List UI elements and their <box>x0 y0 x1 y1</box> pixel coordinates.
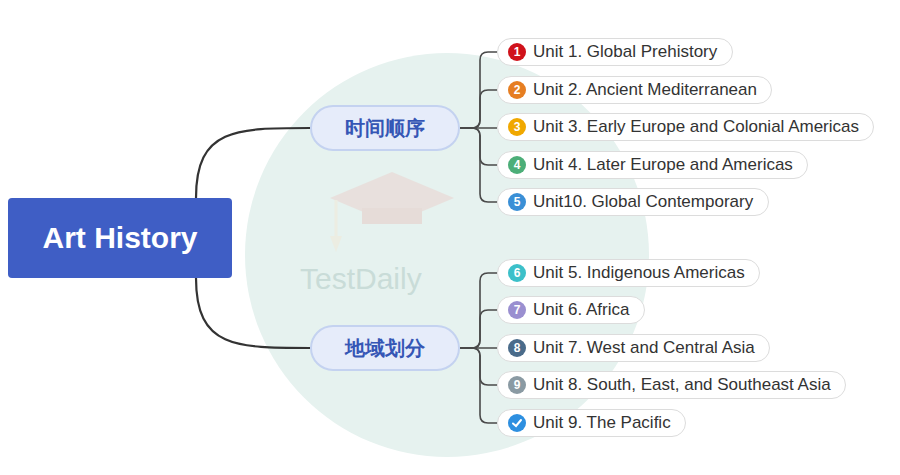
topic-text: Unit 6. Africa <box>533 300 629 320</box>
topic-pill: 9 Unit 8. South, East, and Southeast Asia <box>497 371 846 399</box>
number-badge: 6 <box>508 264 526 282</box>
topic-pill: 4 Unit 4. Later Europe and Americas <box>497 151 808 179</box>
branch-title: 时间顺序 <box>345 115 425 142</box>
connector <box>196 278 310 348</box>
root-title: Art History <box>42 221 197 255</box>
number-badge: 9 <box>508 376 526 394</box>
number-badge: 4 <box>508 156 526 174</box>
badge-number: 8 <box>514 339 521 357</box>
topic-pill: 3 Unit 3. Early Europe and Colonial Ameri… <box>497 113 874 141</box>
badge-number: 5 <box>514 193 521 211</box>
topic-pill: 6 Unit 5. Indigenous Americas <box>497 259 760 287</box>
number-badge: 5 <box>508 193 526 211</box>
topic-text: Unit 4. Later Europe and Americas <box>533 155 793 175</box>
topic-pill: 7 Unit 6. Africa <box>497 296 645 324</box>
connector <box>460 52 497 128</box>
connector <box>460 128 497 202</box>
topic-text: Unit 2. Ancient Mediterranean <box>533 80 757 100</box>
badge-number: 1 <box>514 43 521 61</box>
badge-number: 6 <box>514 264 521 282</box>
topic-pill: 8 Unit 7. West and Central Asia <box>497 334 770 362</box>
topic-text: Unit 7. West and Central Asia <box>533 338 755 358</box>
connector <box>460 348 497 423</box>
number-badge: 7 <box>508 301 526 319</box>
badge-number: 7 <box>514 301 521 319</box>
topic-text: Unit 9. The Pacific <box>533 413 671 433</box>
topic-pill: Unit 9. The Pacific <box>497 409 686 437</box>
watermark-text: TestDaily <box>300 262 422 296</box>
topic-text: Unit 3. Early Europe and Colonial Americ… <box>533 117 859 137</box>
connector <box>460 273 497 348</box>
badge-number: 9 <box>514 376 521 394</box>
topic-text: Unit 1. Global Prehistory <box>533 42 717 62</box>
connector <box>460 128 497 165</box>
connector <box>460 310 497 348</box>
root-box: Art History <box>8 198 232 278</box>
topic-text: Unit10. Global Contemporary <box>533 192 753 212</box>
number-badge <box>508 414 526 432</box>
badge-number: 2 <box>514 81 521 99</box>
badge-number: 3 <box>514 118 521 136</box>
connector <box>460 90 497 128</box>
topic-text: Unit 5. Indigenous Americas <box>533 263 745 283</box>
badge-number: 4 <box>514 156 521 174</box>
topic-text: Unit 8. South, East, and Southeast Asia <box>533 375 831 395</box>
check-mark <box>511 417 523 429</box>
branch-pill: 地域划分 <box>310 325 460 371</box>
topic-pill: 2 Unit 2. Ancient Mediterranean <box>497 76 772 104</box>
number-badge: 1 <box>508 43 526 61</box>
topic-pill: 1 Unit 1. Global Prehistory <box>497 38 733 66</box>
branch-pill: 时间顺序 <box>310 105 460 151</box>
number-badge: 8 <box>508 339 526 357</box>
number-badge: 3 <box>508 118 526 136</box>
connector <box>460 348 497 385</box>
number-badge: 2 <box>508 81 526 99</box>
topic-pill: 5 Unit10. Global Contemporary <box>497 188 769 216</box>
graduation-cap <box>330 172 454 252</box>
branch-title: 地域划分 <box>345 335 425 362</box>
connector <box>196 128 310 198</box>
